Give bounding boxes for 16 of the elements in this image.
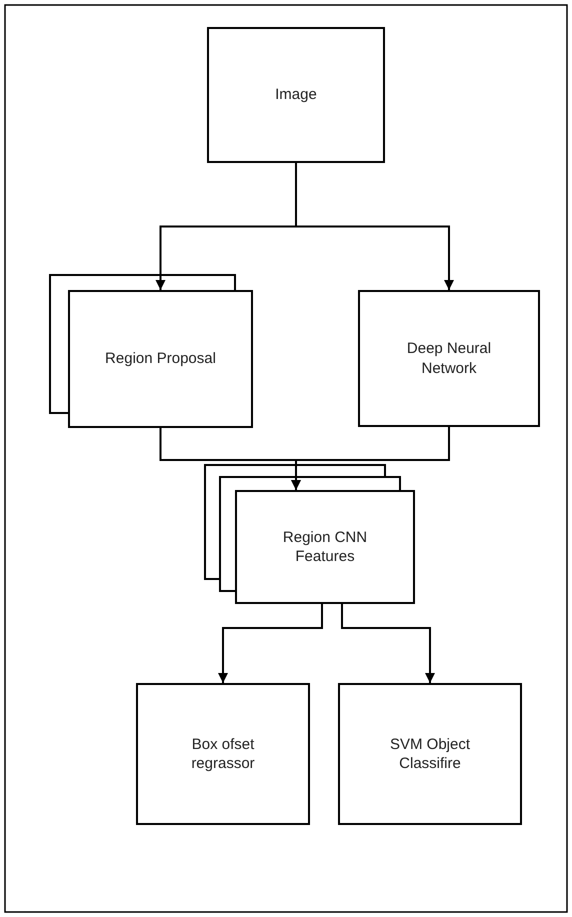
box-label: SVM Object Classifire: [388, 734, 472, 774]
box-label: Region CNN Features: [282, 528, 368, 566]
process-box: [235, 490, 415, 604]
box-label: Image: [274, 85, 318, 105]
process-box: [68, 290, 253, 428]
box-label: Box ofset regrassor: [190, 734, 256, 774]
process-box: [207, 27, 385, 163]
arrow: [218, 604, 323, 683]
process-box: [358, 290, 540, 427]
box-label: Deep Neural Network: [406, 339, 492, 378]
arrow: [295, 163, 454, 290]
arrow: [341, 604, 435, 683]
box-label: Region Proposal: [104, 349, 217, 369]
process-box: [338, 683, 522, 825]
arrow: [291, 427, 450, 490]
process-box: [136, 683, 310, 825]
